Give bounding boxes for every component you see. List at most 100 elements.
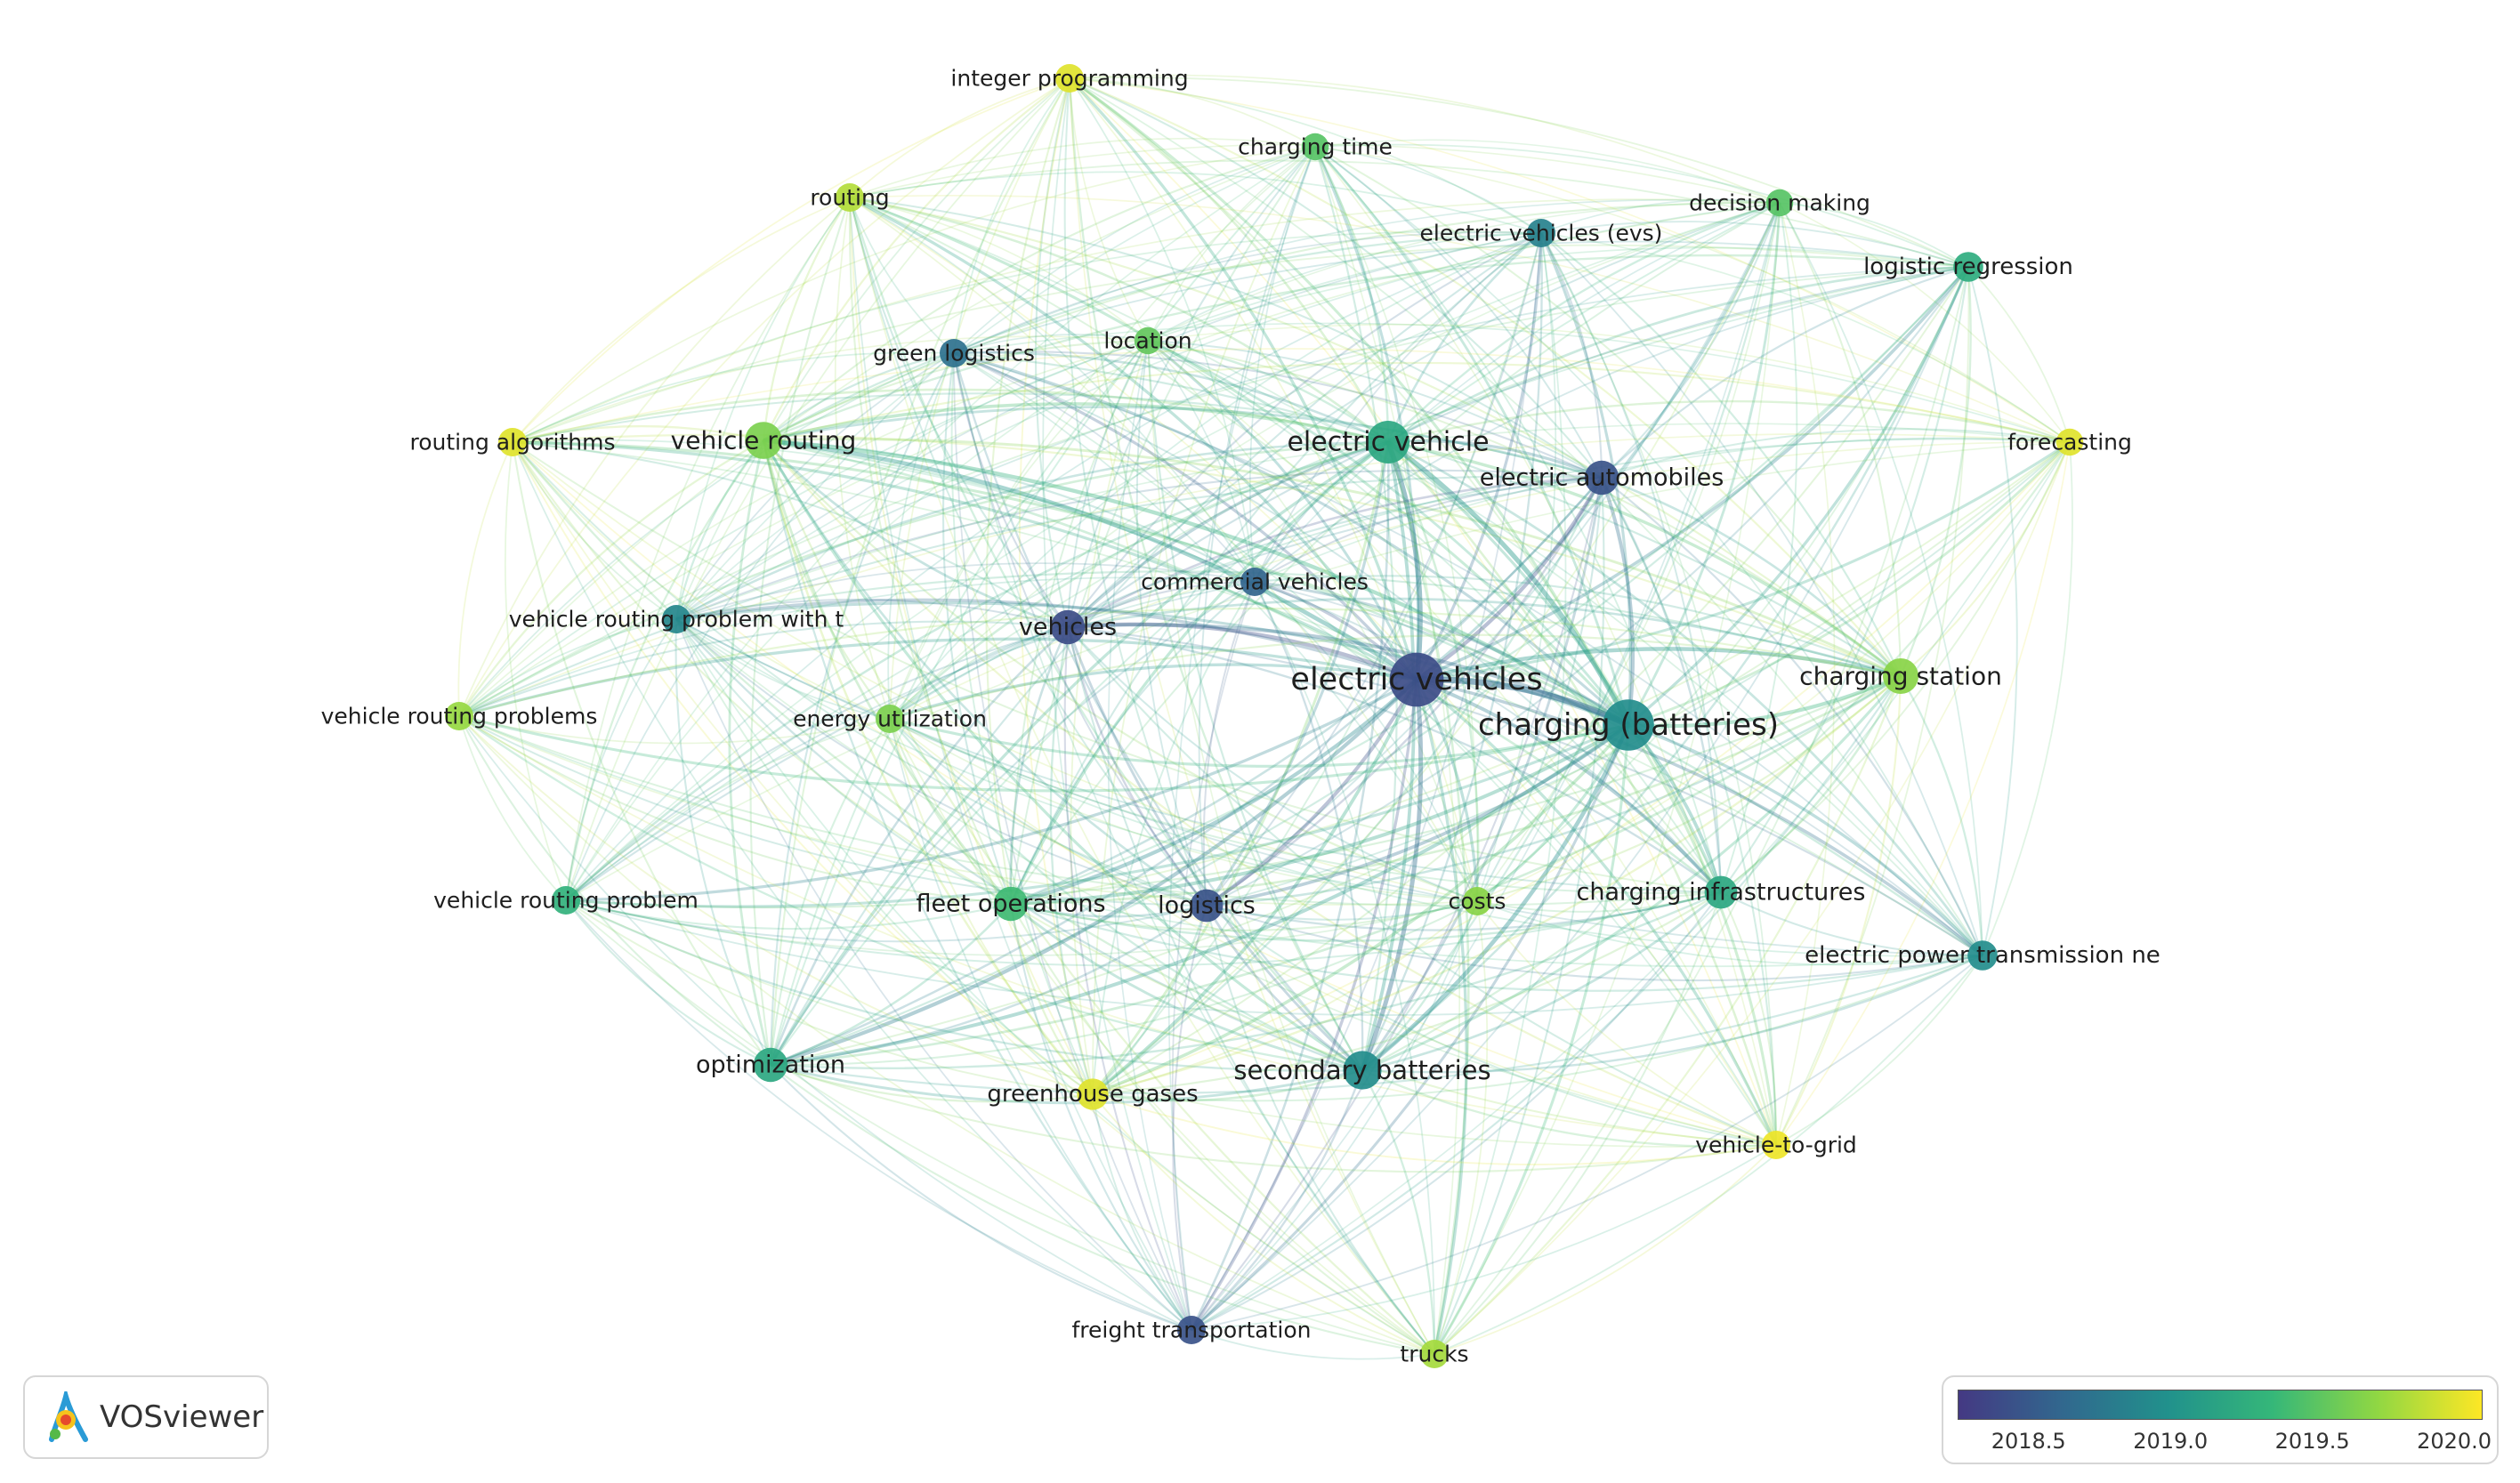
node-forecasting[interactable] xyxy=(2056,428,2084,456)
node-charging-time[interactable] xyxy=(1301,133,1329,161)
node-location[interactable] xyxy=(1134,326,1162,355)
node-logistic-regression[interactable] xyxy=(1953,252,1983,282)
node-label-greenhouse-gases[interactable]: greenhouse gases xyxy=(987,1081,1198,1108)
node-integer-programming[interactable] xyxy=(1055,64,1084,93)
link-vehicle-routing-problem-vehicle-to-grid xyxy=(565,899,1777,1148)
link-routing-algorithms-vehicle-routing-problems xyxy=(457,441,513,717)
node-vehicle-routing-problem-with-t[interactable] xyxy=(662,605,691,633)
node-electric-vehicles[interactable] xyxy=(1389,652,1444,707)
node-routing[interactable] xyxy=(836,183,864,212)
node-vehicle-routing-problems[interactable] xyxy=(445,702,473,730)
node-label-trucks[interactable]: trucks xyxy=(1400,1342,1468,1367)
link-charging-time-optimization xyxy=(770,146,1316,1066)
node-label-logistic-regression[interactable]: logistic regression xyxy=(1863,254,2073,280)
link-charging-time-vehicle-routing-problem xyxy=(565,146,1316,901)
node-secondary-batteries[interactable] xyxy=(1343,1051,1382,1090)
link-location-vehicle-routing-problem xyxy=(565,340,1149,901)
node-label-electric-vehicle[interactable]: electric vehicle xyxy=(1287,427,1489,458)
node-label-vehicle-routing-problem-with-t[interactable]: vehicle routing problem with t xyxy=(509,607,844,633)
node-label-optimization[interactable]: optimization xyxy=(696,1052,845,1079)
node-vehicles[interactable] xyxy=(1050,609,1086,645)
node-electric-power-transmission-ne[interactable] xyxy=(1967,940,1998,971)
node-label-electric-power-transmission-ne[interactable]: electric power transmission ne xyxy=(1805,942,2161,969)
node-costs[interactable] xyxy=(1463,887,1491,915)
link-vehicle-routing-problem-with-t-electric-power-transmission-ne xyxy=(675,618,1983,956)
node-label-green-logistics[interactable]: green logistics xyxy=(873,341,1035,367)
link-charging-station-freight-transportation xyxy=(1191,675,1902,1331)
node-green-logistics[interactable] xyxy=(940,339,968,367)
link-forecasting-fleet-operations xyxy=(1010,441,2071,905)
node-label-charging-time[interactable]: charging time xyxy=(1238,134,1393,160)
node-decision-making[interactable] xyxy=(1765,189,1794,217)
node-label-secondary-batteries[interactable]: secondary batteries xyxy=(1233,1055,1490,1085)
node-electric-vehicle[interactable] xyxy=(1367,421,1409,463)
node-label-vehicle-routing-problems[interactable]: vehicle routing problems xyxy=(321,704,598,729)
link-routing-electric-vehicles-evs xyxy=(849,171,1542,234)
node-label-vehicle-routing-problem[interactable]: vehicle routing problem xyxy=(433,888,699,914)
node-label-vehicles[interactable]: vehicles xyxy=(1019,614,1117,641)
link-charging-time-vehicle-to-grid xyxy=(1314,146,1777,1146)
node-commercial-vehicles[interactable] xyxy=(1240,568,1269,596)
node-label-vehicle-to-grid[interactable]: vehicle-to-grid xyxy=(1695,1132,1857,1158)
link-electric-vehicles-evs-charging-station xyxy=(1540,232,1902,677)
node-label-forecasting[interactable]: forecasting xyxy=(2007,430,2132,455)
node-electric-vehicles-evs[interactable] xyxy=(1527,219,1555,247)
node-label-location[interactable]: location xyxy=(1103,328,1191,354)
node-fleet-operations[interactable] xyxy=(993,886,1029,922)
node-vehicle-to-grid[interactable] xyxy=(1762,1131,1790,1159)
node-label-integer-programming[interactable]: integer programming xyxy=(950,66,1188,92)
node-logistics[interactable] xyxy=(1190,889,1224,923)
node-label-energy-utilization[interactable]: energy utilization xyxy=(793,706,987,732)
node-label-decision-making[interactable]: decision making xyxy=(1689,190,1870,216)
link-charging-time-logistic-regression xyxy=(1314,143,1969,268)
link-integer-programming-routing xyxy=(849,77,1070,198)
node-label-vehicle-routing[interactable]: vehicle routing xyxy=(671,426,857,455)
link-vehicle-routing-problems-vehicle-routing-problem xyxy=(458,715,567,901)
node-charging-infrastructures[interactable] xyxy=(1704,875,1738,909)
node-greenhouse-gases[interactable] xyxy=(1077,1078,1109,1110)
node-label-charging-infrastructures[interactable]: charging infrastructures xyxy=(1577,879,1866,907)
node-label-freight-transportation[interactable]: freight transportation xyxy=(1071,1318,1311,1343)
node-label-electric-vehicles-evs[interactable]: electric vehicles (evs) xyxy=(1420,221,1663,246)
node-label-logistics[interactable]: logistics xyxy=(1158,892,1256,920)
node-label-routing[interactable]: routing xyxy=(810,185,889,211)
node-freight-transportation[interactable] xyxy=(1177,1316,1206,1344)
link-electric-vehicles-secondary-batteries xyxy=(1360,679,1424,1071)
link-routing-energy-utilization xyxy=(834,197,891,720)
node-label-costs[interactable]: costs xyxy=(1449,889,1506,915)
node-label-electric-automobiles[interactable]: electric automobiles xyxy=(1480,464,1724,492)
node-vehicle-routing[interactable] xyxy=(745,422,782,459)
node-routing-algorithms[interactable] xyxy=(498,428,527,456)
node-label-charging-station[interactable]: charging station xyxy=(1799,662,2002,691)
node-trucks[interactable] xyxy=(1420,1340,1449,1368)
link-commercial-vehicles-vehicle-routing-problems xyxy=(458,576,1256,717)
node-label-routing-algorithms[interactable]: routing algorithms xyxy=(410,430,616,455)
link-logistic-regression-vehicle-routing-problem-with-t xyxy=(675,266,1969,620)
link-integer-programming-electric-automobiles xyxy=(1069,77,1603,479)
node-charging-station[interactable] xyxy=(1883,658,1918,694)
node-vehicle-routing-problem[interactable] xyxy=(552,886,580,915)
link-vehicles-greenhouse-gases xyxy=(1049,626,1094,1095)
link-charging-batteries-optimization xyxy=(770,723,1630,1067)
node-electric-automobiles[interactable] xyxy=(1584,460,1619,496)
link-electric-vehicles-evs-secondary-batteries xyxy=(1361,232,1543,1071)
node-charging-batteries[interactable] xyxy=(1603,699,1654,751)
link-logistics-greenhouse-gases xyxy=(1092,905,1208,1095)
node-label-electric-vehicles[interactable]: electric vehicles xyxy=(1290,662,1542,697)
node-label-commercial-vehicles[interactable]: commercial vehicles xyxy=(1141,569,1369,595)
link-routing-algorithms-freight-transportation xyxy=(512,441,1192,1331)
link-decision-making-location xyxy=(1147,201,1781,342)
link-electric-vehicles-charging-batteries xyxy=(1416,676,1630,729)
link-decision-making-trucks xyxy=(1434,202,1781,1355)
link-logistic-regression-vehicle-to-grid xyxy=(1775,266,1970,1146)
node-optimization[interactable] xyxy=(753,1047,788,1083)
link-electric-power-transmission-ne-greenhouse-gases xyxy=(1092,955,1983,1102)
node-label-charging-batteries[interactable]: charging (batteries) xyxy=(1478,707,1779,743)
node-label-fleet-operations[interactable]: fleet operations xyxy=(916,891,1105,918)
link-charging-time-charging-batteries xyxy=(1313,146,1630,726)
link-vehicle-routing-electric-automobiles xyxy=(763,406,1603,480)
link-electric-vehicle-optimization xyxy=(769,440,1389,1066)
node-energy-utilization[interactable] xyxy=(876,705,904,733)
vosviewer-logo[interactable]: VOSviewer xyxy=(23,1375,269,1459)
